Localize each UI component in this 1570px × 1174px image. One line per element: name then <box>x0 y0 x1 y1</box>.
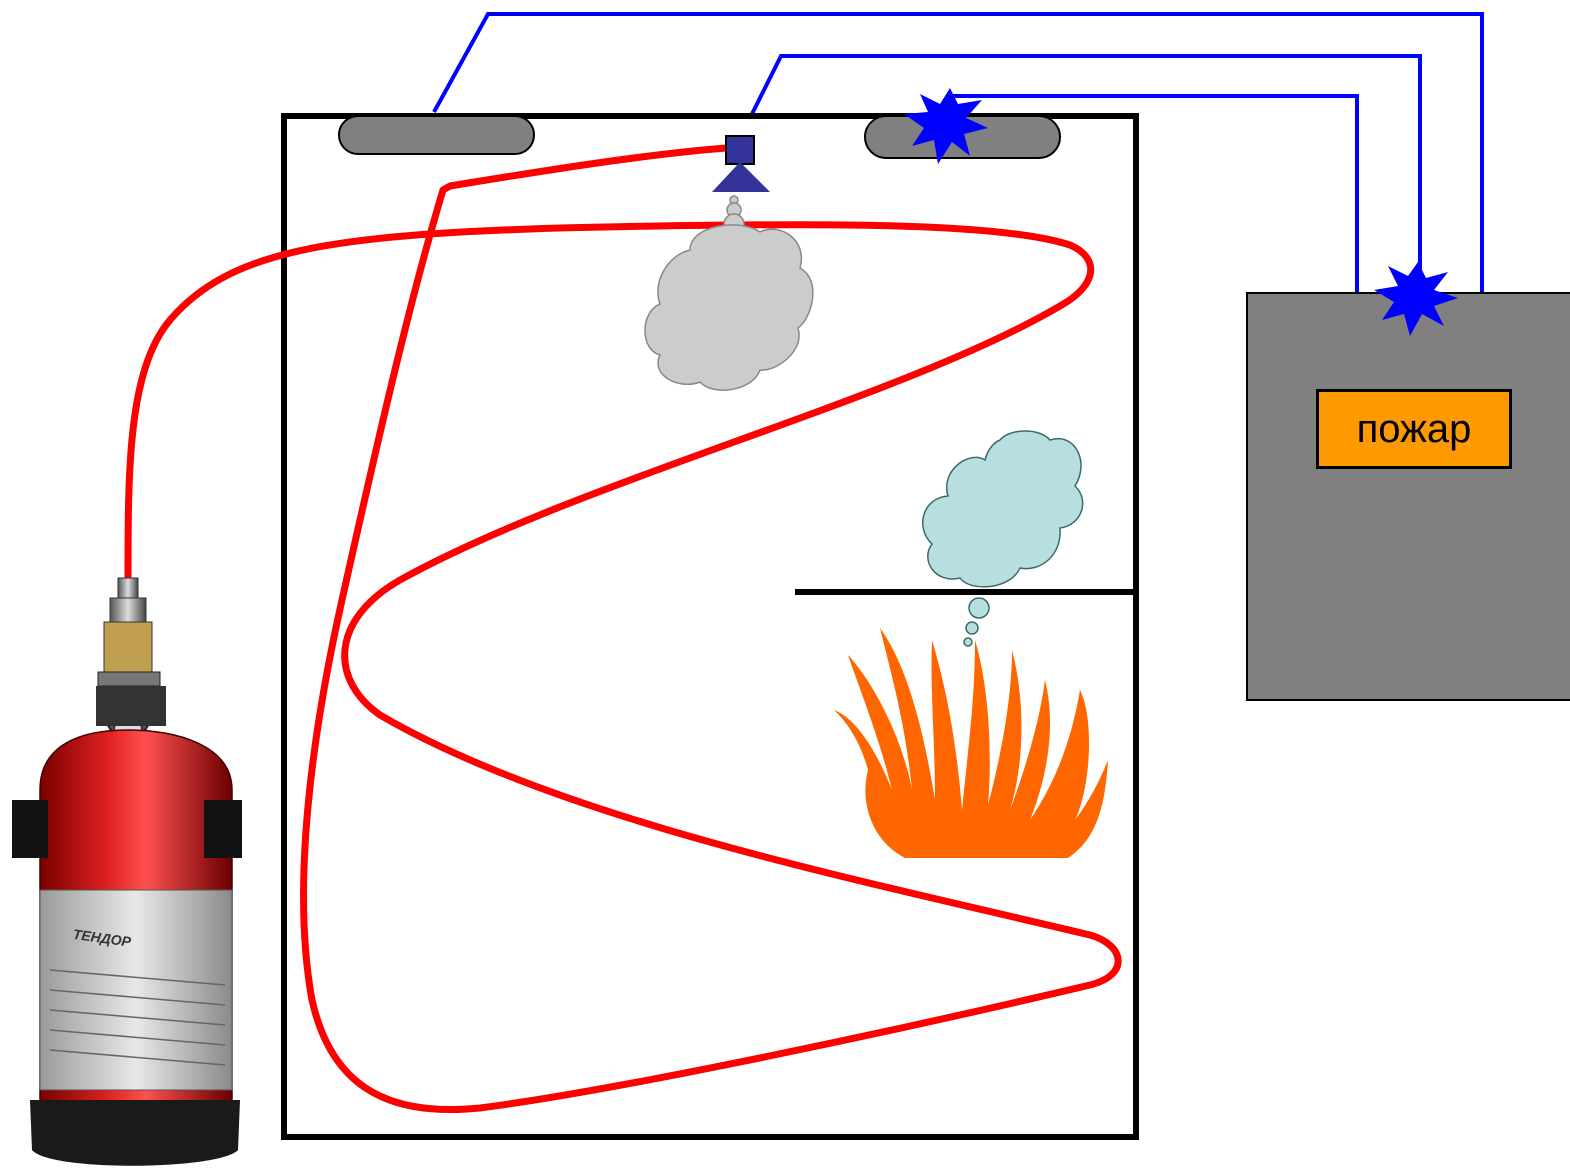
agent-cloud <box>644 195 814 391</box>
heat-sensing-tube <box>124 144 1122 1114</box>
fire-flame <box>834 628 1108 858</box>
detector-left <box>338 115 535 155</box>
smoke-cloud <box>922 430 1084 647</box>
signal-wire-detector-1 <box>432 12 1484 296</box>
gas-cylinder: ТЕНДОР <box>12 577 242 1166</box>
control-panel <box>1246 292 1570 701</box>
signal-wire-detector-2 <box>950 94 1359 296</box>
signal-wire-nozzle <box>739 54 1422 296</box>
nozzle <box>712 135 770 192</box>
alarm-indicator: пожар <box>1316 389 1512 469</box>
alarm-text: пожар <box>1356 406 1472 451</box>
starburst-icon <box>904 88 988 164</box>
starburst-icon <box>1374 262 1458 336</box>
